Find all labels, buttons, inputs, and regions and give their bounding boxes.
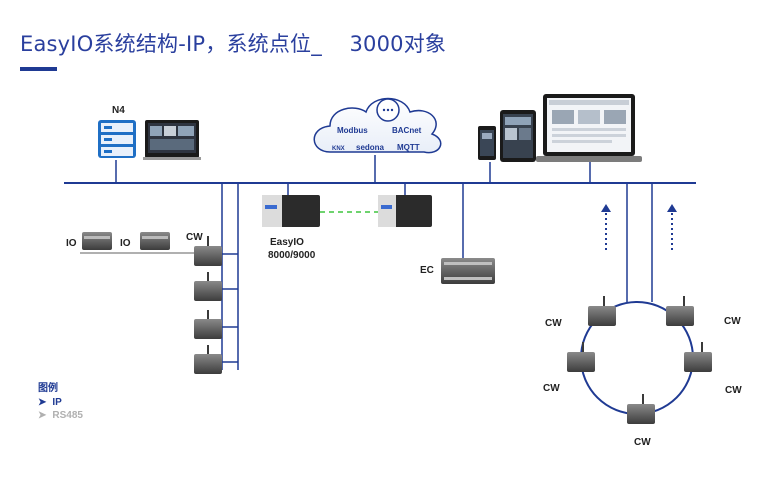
controller-icon: [588, 296, 616, 326]
controller-icon: [262, 195, 320, 227]
controller-icon: [441, 258, 495, 284]
legend-item-rs485: ➤ RS485: [38, 410, 83, 421]
controller-icon: [627, 394, 655, 424]
controller-icon: [378, 195, 432, 227]
controller-icon: [194, 236, 222, 266]
arrow-up-icon: [667, 204, 677, 250]
label-io-1: IO: [66, 238, 77, 249]
controller-icon: [567, 342, 595, 372]
arrow-right-icon: ➤: [38, 397, 47, 408]
monitor-icon: [143, 120, 201, 160]
label-ec: EC: [420, 265, 434, 276]
legend-item-label: RS485: [52, 410, 83, 421]
label-cw-ring-3: CW: [543, 383, 560, 394]
cw-feeders: [222, 253, 238, 363]
laptop-icon: [536, 94, 642, 162]
legend-title: 图例: [38, 383, 58, 394]
phone-icon: [478, 126, 496, 160]
label-cw-ring-4: CW: [725, 385, 742, 396]
tablet-icon: [500, 110, 536, 162]
arrow-right-icon: ➤: [38, 410, 47, 421]
controller-icon: [194, 310, 222, 339]
label-easyio-line1: EasyIO: [270, 237, 304, 248]
controller-icon: [194, 345, 222, 374]
label-cw-ring-2: CW: [724, 316, 741, 327]
logo-knx: KNX: [332, 146, 345, 152]
label-cw-wire: CW: [186, 232, 203, 243]
server-icon: [98, 120, 136, 158]
controller-icon: [684, 342, 712, 372]
controller-icon: [82, 232, 112, 250]
controller-icon: [666, 296, 694, 326]
logo-modbus: Modbus: [337, 126, 368, 135]
title-underline: [20, 67, 57, 71]
controller-icon: [194, 272, 222, 301]
arrow-up-icon: [601, 204, 611, 250]
logo-sedona: sedona: [356, 143, 385, 152]
logo-mqtt: MQTT: [397, 143, 420, 152]
legend-item-label: IP: [52, 397, 62, 408]
legend: 图例 ➤ IP ➤ RS485: [38, 379, 83, 423]
label-io-2: IO: [120, 238, 131, 249]
page-title: EasyIO系统结构-IP，系统点位_ 3000对象: [20, 32, 447, 56]
label-easyio-line2: 8000/9000: [268, 250, 316, 261]
cloud-icon: Modbus BACnet KNX sedona MQTT: [313, 97, 442, 154]
label-cw-ring-5: CW: [634, 437, 651, 448]
logo-bacnet: BACnet: [392, 126, 422, 135]
controller-icon: [140, 232, 170, 250]
legend-item-ip: ➤ IP: [38, 397, 83, 408]
label-cw-ring-1: CW: [545, 318, 562, 329]
label-n4: N4: [112, 105, 125, 116]
